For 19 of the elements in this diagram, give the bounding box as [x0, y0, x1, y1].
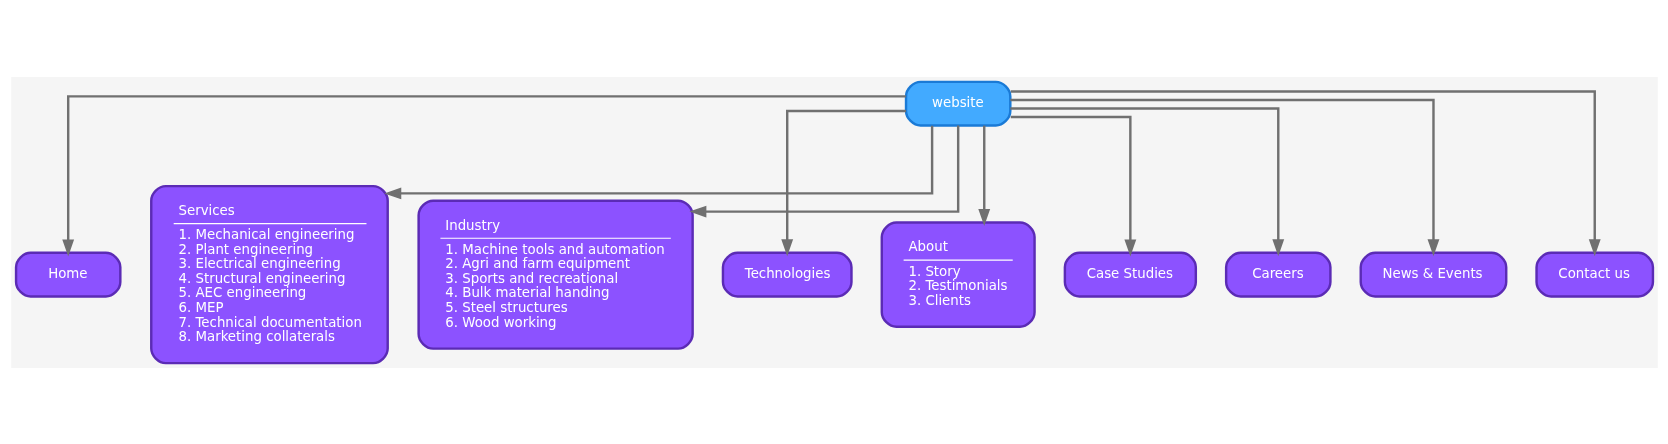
node-box: website: [904, 80, 1011, 127]
arrow: [780, 109, 906, 256]
arrow: [977, 125, 990, 226]
arrow: [1010, 89, 1601, 256]
arrow: [61, 94, 906, 256]
node-box: Services 1. Mechanical engineering 2. Plant engineering 3. Electrical engineering 4. Structural engineering 5. AEC engineering 6. MEP 7. Technical documentation 8. Marketing collaterals: [149, 184, 389, 364]
arrow: [1010, 115, 1136, 256]
node-box: Industry 1. Machine tools and automation 2. Agri and farm equipment 3. Sports and recreational 4. Bulk material handing 5. Steel structures 6. Wood working: [416, 198, 694, 350]
node-box: Case Studies: [1063, 251, 1197, 298]
node-box: Contact us: [1534, 251, 1654, 298]
arrow: [1009, 98, 1439, 256]
node-box: About 1. Story 2. Testimonials 3. Clients: [880, 220, 1036, 328]
node-box: Technologies: [721, 251, 853, 298]
arrow: [383, 125, 933, 199]
node-box: News & Events: [1359, 251, 1507, 298]
arrow: [688, 125, 959, 218]
node-box: Home: [14, 251, 122, 298]
node-box: Careers: [1224, 251, 1332, 298]
arrow: [1009, 106, 1284, 256]
